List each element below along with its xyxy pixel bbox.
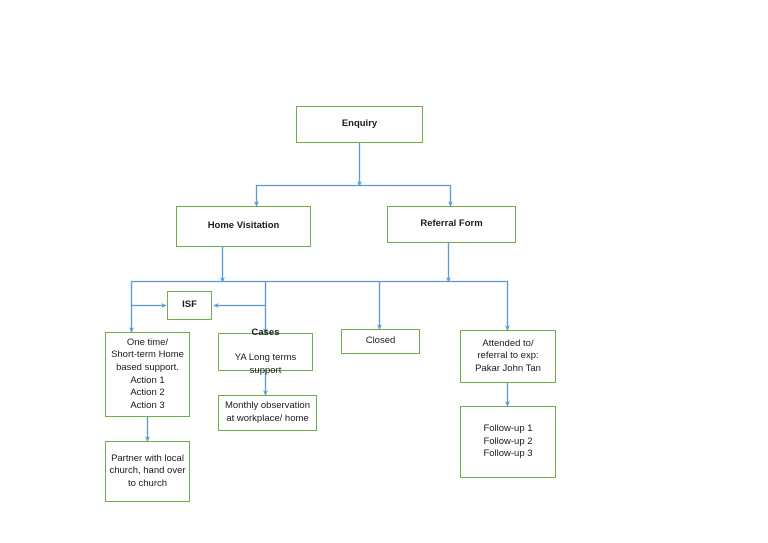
node-short-term-support[interactable]: One time/ Short-term Home based support.…: [105, 332, 190, 417]
node-enquiry[interactable]: Enquiry: [296, 106, 423, 143]
node-follow-ups-label: Follow-up 1 Follow-up 2 Follow-up 3: [483, 423, 533, 460]
node-short-term-support-label: One time/ Short-term Home based support.…: [111, 336, 184, 411]
node-home-visitation-label: Home Visitation: [207, 220, 280, 232]
node-monthly-observation-label: Monthly observation at workplace/ home: [224, 400, 311, 424]
node-referral-form[interactable]: Referral Form: [387, 206, 516, 243]
node-closed-label: Closed: [365, 335, 396, 347]
node-cases[interactable]: Cases YA Long terms support: [218, 327, 313, 376]
node-isf[interactable]: ISF: [167, 291, 212, 320]
node-follow-ups[interactable]: Follow-up 1 Follow-up 2 Follow-up 3: [460, 406, 556, 478]
node-cases-subtext: YA Long terms support: [234, 352, 297, 376]
node-cases-label: Cases YA Long terms support: [222, 314, 309, 390]
node-referral-form-label: Referral Form: [420, 218, 483, 230]
node-attended-referral-label: Attended to/ referral to exp: Pakar John…: [475, 337, 541, 374]
node-attended-referral[interactable]: Attended to/ referral to exp: Pakar John…: [460, 330, 556, 383]
node-home-visitation[interactable]: Home Visitation: [176, 206, 311, 247]
node-monthly-observation[interactable]: Monthly observation at workplace/ home: [218, 395, 317, 431]
node-partner-church[interactable]: Partner with local church, hand over to …: [105, 441, 190, 502]
node-closed[interactable]: Closed: [341, 329, 420, 354]
node-cases-heading: Cases: [251, 326, 280, 338]
node-partner-church-label: Partner with local church, hand over to …: [109, 452, 186, 489]
node-enquiry-label: Enquiry: [341, 118, 378, 130]
node-isf-label: ISF: [182, 299, 197, 311]
